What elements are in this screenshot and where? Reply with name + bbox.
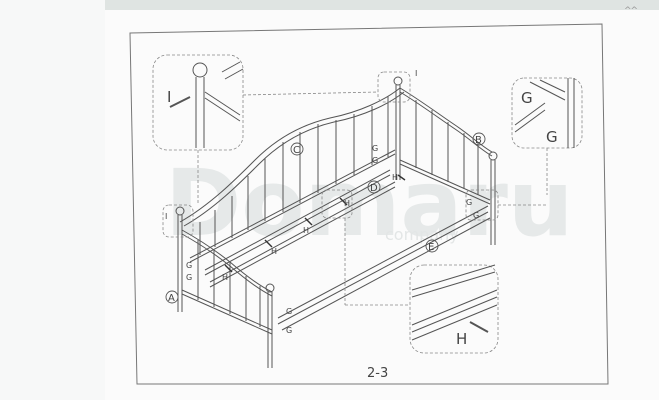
h-bolt-marks (224, 174, 406, 273)
fastener-H-5: H (392, 173, 398, 182)
fastener-G-b1: G (466, 198, 472, 207)
watermark-brand: Domaru (165, 150, 573, 257)
callout-H-detail (411, 264, 498, 341)
page-number: 2-3 (367, 366, 389, 381)
watermark-subtext: company (385, 225, 459, 244)
fastener-G-c1: G (372, 144, 378, 153)
fastener-G-b2: G (473, 211, 479, 220)
instruction-page (105, 10, 659, 400)
callout-I-detail (169, 61, 244, 148)
scan-top-band (105, 0, 659, 10)
fastener-H-2: H (271, 247, 277, 256)
callout-H-label: H (456, 330, 467, 348)
fastener-H-3: H (303, 226, 309, 235)
fastener-G-e1: G (286, 307, 292, 316)
callout-G-label-bottom: G (546, 128, 558, 146)
fastener-I-right: I (415, 69, 417, 78)
corner-marks: ^^ (624, 6, 638, 16)
fastener-G-c2: G (372, 156, 378, 165)
part-label-circles (165, 132, 486, 304)
page-frame (129, 23, 609, 385)
callout-I-label: I (167, 88, 171, 106)
fastener-G-a1: G (186, 261, 192, 270)
part-D-label: D (370, 183, 378, 194)
part-B-label: B (475, 135, 482, 146)
part-A-label: A (168, 293, 175, 304)
part-C-label: C (293, 145, 300, 156)
fastener-H-1: H (222, 273, 228, 282)
callout-frames (152, 54, 583, 354)
callout-G-detail (514, 78, 575, 148)
callout-G-label-top: G (521, 89, 533, 107)
fastener-G-e2: G (286, 326, 292, 335)
fastener-I-left: I (165, 212, 167, 221)
bed-frame (175, 76, 498, 368)
fastener-H-4: H (344, 199, 350, 208)
fastener-G-a2: G (186, 273, 192, 282)
part-E-label: E (428, 242, 434, 253)
